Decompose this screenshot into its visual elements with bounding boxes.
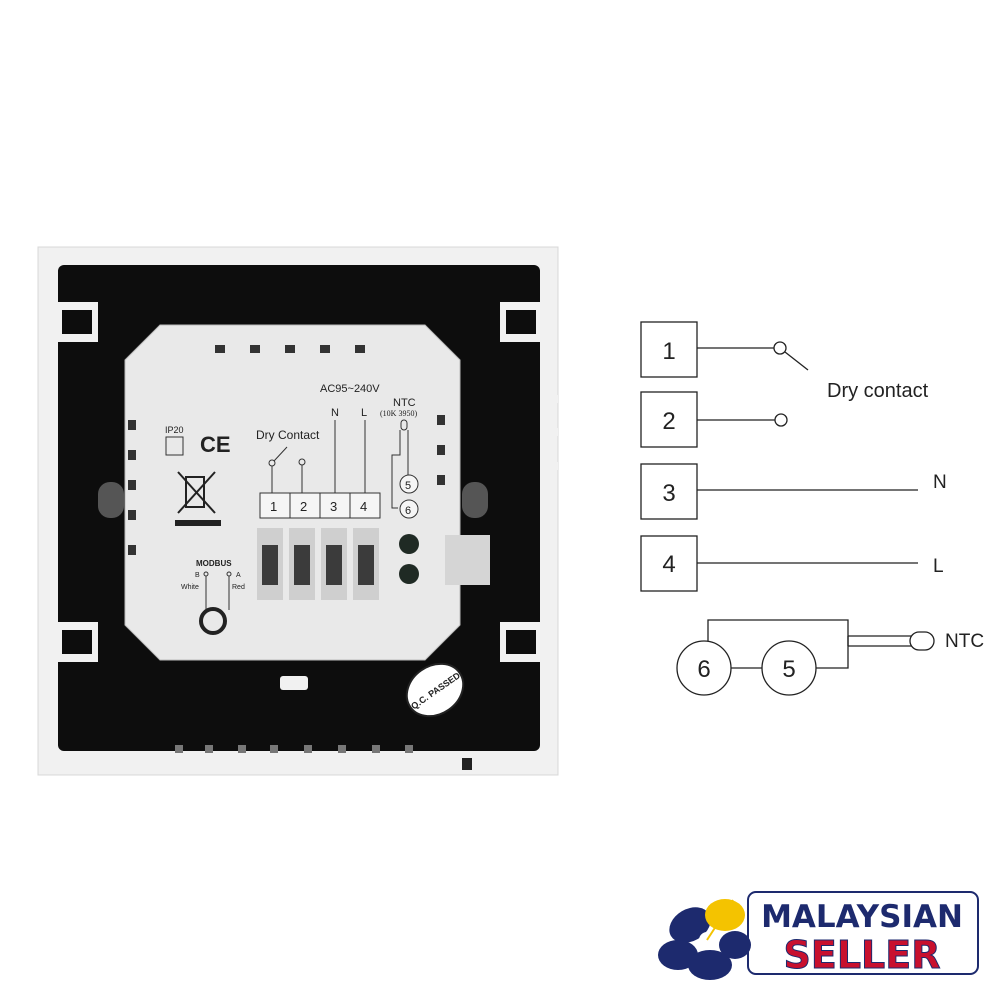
n-label: N	[331, 407, 339, 419]
terminal-6: 6	[405, 505, 411, 517]
hibiscus-icon	[658, 899, 751, 980]
svg-text:MALAYSIAN: MALAYSIAN	[761, 899, 963, 935]
ntc-probe-icon	[909, 631, 935, 651]
ce-mark: CE	[200, 432, 231, 457]
wiring-label-2: 2	[662, 408, 675, 435]
ntc-circle-6	[676, 640, 732, 696]
qc-passed-sticker: Q.C. PASSED	[405, 662, 465, 718]
ntc-label-5: 5	[782, 656, 795, 683]
wiring-label-4: 4	[662, 551, 675, 578]
wiring-label-1: 1	[662, 338, 675, 365]
dry-contact-label: Dry Contact	[256, 428, 320, 442]
wiring-diagram	[640, 321, 935, 696]
terminal-4: 4	[360, 499, 367, 514]
modbus-port	[199, 607, 227, 635]
voltage-label: AC95~240V	[320, 383, 380, 395]
malaysian-seller-logo: MALAYSIAN SELLER	[658, 891, 979, 980]
ntc-label: NTC	[393, 397, 416, 409]
live-text: L	[933, 556, 944, 577]
terminal-5: 5	[405, 480, 411, 492]
modbus-b: B	[195, 572, 200, 579]
wiring-box-3	[640, 463, 698, 520]
ntc-label-6: 6	[697, 656, 710, 683]
ntc-circle-5	[761, 640, 817, 696]
modbus-a-color: Red	[232, 584, 245, 591]
wiring-box-2	[640, 391, 698, 448]
weee-bin-icon	[175, 471, 221, 526]
l-label: L	[361, 407, 367, 419]
ntc-spec: (10K 3950)	[380, 409, 417, 418]
wiring-box-1	[640, 321, 698, 378]
wiring-label-3: 3	[662, 480, 675, 507]
terminal-3: 3	[330, 499, 337, 514]
ip-rating: IP20	[165, 425, 184, 435]
thermostat-back: IP20 CE Dry Contact AC95~240V N L NTC (1…	[37, 246, 559, 776]
terminal-2: 2	[300, 499, 307, 514]
ntc-text: NTC	[945, 631, 984, 652]
modbus-label: MODBUS	[196, 559, 232, 568]
neutral-text: N	[933, 472, 947, 493]
bottom-vents	[175, 745, 413, 753]
dry-contact-text: Dry contact	[827, 380, 929, 402]
terminal-1: 1	[270, 499, 277, 514]
modbus-a: A	[236, 572, 241, 579]
modbus-b-color: White	[181, 584, 199, 591]
terminal-blocks	[257, 528, 419, 600]
svg-text:SELLER: SELLER	[784, 933, 941, 977]
